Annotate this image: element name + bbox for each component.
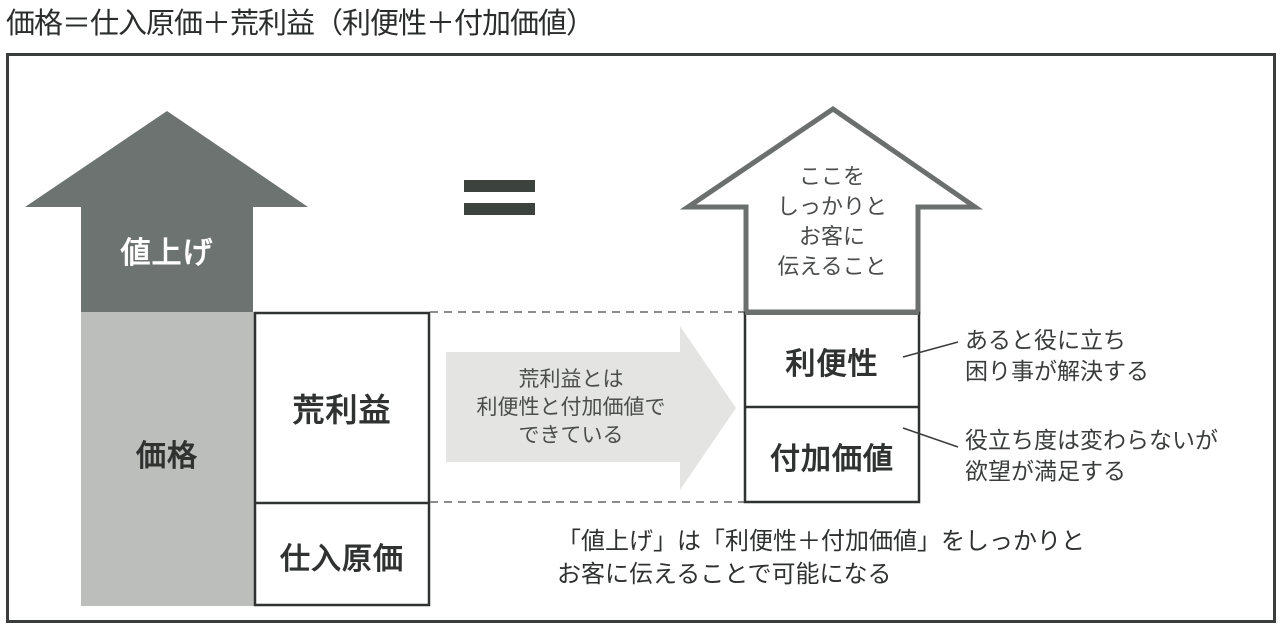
outline-arrow-line: 伝えること (777, 255, 887, 280)
price-bar (81, 312, 254, 606)
convenience-label: 利便性 (785, 347, 879, 382)
summary-line: 「値上げ」は「利便性＋付加価値」をしっかりと (557, 527, 1085, 555)
diagram-frame (6, 53, 1276, 623)
convenience-note: あると役に立ち 困り事が解決する (965, 326, 1149, 388)
diagram-title: 価格＝仕入原価＋荒利益（利便性＋付加価値） (6, 6, 595, 40)
flow-arrow-line: 利便性と付加価値で (476, 395, 666, 419)
equals-icon-bottom (464, 203, 535, 215)
equals-icon-top (464, 180, 535, 192)
summary-line: お客に伝えることで可能になる (557, 560, 892, 588)
price-increase-arrow-icon (25, 111, 308, 312)
flow-arrow-line: できている (518, 423, 624, 447)
price-label: 価格 (136, 439, 198, 474)
note-line: あると役に立ち (965, 328, 1126, 354)
gross-profit-label: 荒利益 (292, 391, 392, 429)
outline-arrow-text: ここを しっかりと お客に 伝えること (746, 160, 918, 286)
outline-arrow-line: お客に (798, 225, 865, 250)
purchase-cost-label: 仕入原価 (280, 542, 404, 577)
added-value-note: 役立ち度は変わらないが 欲望が満足する (965, 426, 1218, 488)
gross-profit-box-outline (253, 311, 431, 607)
note-line: 困り事が解決する (965, 359, 1149, 385)
note-line: 役立ち度は変わらないが (965, 428, 1218, 454)
flow-arrow-icon (446, 326, 736, 490)
price-increase-label: 値上げ (120, 236, 214, 271)
outline-arrow-line: ここを (798, 165, 865, 190)
flow-arrow-line: 荒利益とは (518, 367, 624, 391)
summary-text: 「値上げ」は「利便性＋付加価値」をしっかりと お客に伝えることで可能になる (557, 525, 1085, 591)
outline-arrow-line: しっかりと (776, 195, 887, 220)
leader-line-added-value (902, 427, 959, 448)
note-line: 欲望が満足する (965, 459, 1126, 485)
leader-line-convenience (902, 341, 959, 358)
added-value-label: 付加価値 (770, 442, 894, 477)
flow-arrow-text: 荒利益とは 利便性と付加価値で できている (446, 358, 696, 456)
